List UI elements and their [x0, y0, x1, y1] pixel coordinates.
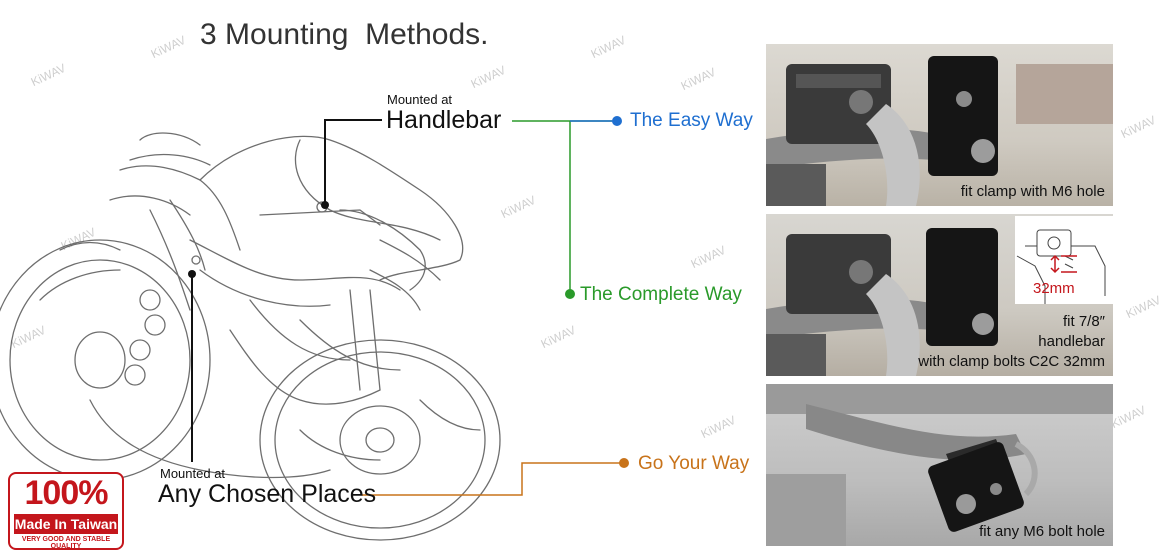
photo-easy-illustration	[766, 56, 1113, 206]
clamp-diagram	[1015, 216, 1113, 304]
caption-easy-way: fit clamp with M6 hole	[960, 183, 1105, 200]
caption-complete-line1: fit 7/8″	[1063, 313, 1105, 330]
method-complete-way: The Complete Way	[580, 284, 742, 305]
any-places-label: Any Chosen Places	[158, 480, 377, 508]
caption-complete-line2: handlebar	[1038, 333, 1105, 350]
caption-go-your-way: fit any M6 bolt hole	[979, 523, 1105, 540]
page-title: 3 Mounting Methods.	[200, 18, 489, 51]
badge-made-in-taiwan: Made In Taiwan	[14, 514, 118, 534]
caption-complete-line3: with clamp bolts C2C 32mm	[918, 353, 1105, 370]
photo-complete-illustration	[766, 228, 998, 376]
badge-quality: VERY GOOD AND STABLE QUALITY	[21, 536, 111, 550]
photo-complete-way: fit 7/8″ handlebar with clamp bolts C2C …	[766, 214, 1113, 376]
photo-easy-way: fit clamp with M6 hole	[766, 44, 1113, 206]
handlebar-small-label: Mounted at	[387, 92, 453, 107]
any-places-small-label: Mounted at	[160, 466, 226, 481]
made-in-taiwan-badge: 100% Made In Taiwan VERY GOOD AND STABLE…	[8, 472, 124, 550]
clamp-diagram-sketch	[1016, 229, 1106, 304]
handlebar-label: Handlebar	[386, 106, 502, 134]
clamp-measure-label: 32mm	[1033, 280, 1075, 297]
caption-complete-way: fit 7/8″ handlebar with clamp bolts C2C …	[918, 312, 1105, 372]
method-go-your-way: Go Your Way	[638, 453, 750, 474]
motorcycle-sketch	[0, 132, 501, 541]
photo-go-your-way: fit any M6 bolt hole	[766, 384, 1113, 546]
badge-percent: 100%	[24, 474, 109, 512]
method-easy-way: The Easy Way	[630, 110, 753, 131]
photo-your-way-illustration	[766, 384, 1113, 546]
